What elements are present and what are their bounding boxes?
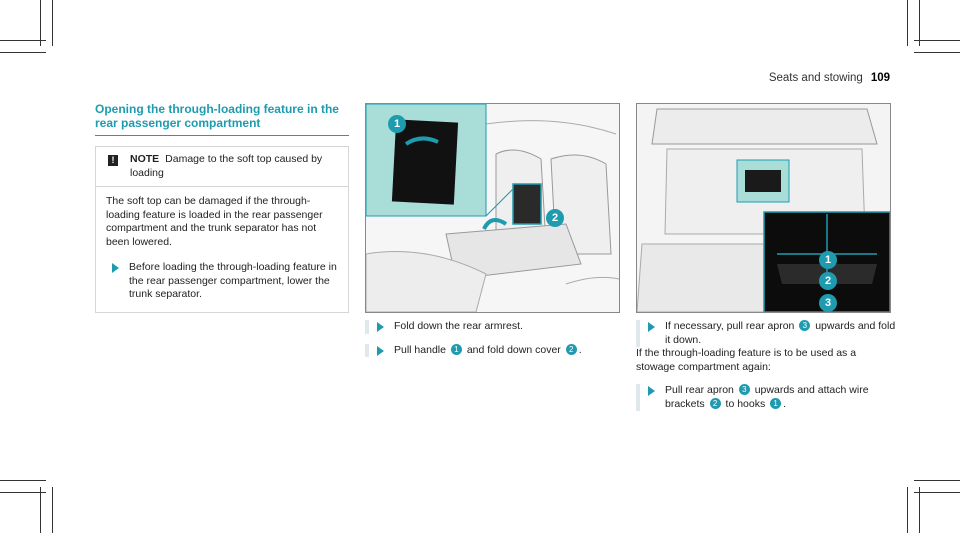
page-number: 109	[870, 72, 890, 84]
header-section: Seats and stowing	[768, 72, 863, 84]
step-arrow-icon	[377, 322, 384, 332]
callout-2: 2	[546, 209, 564, 227]
section-title: Opening the through-loading feature in t…	[95, 102, 349, 136]
step: Fold down the rear armrest.	[365, 320, 618, 334]
callout-1: 1	[819, 251, 837, 269]
step-text: Pull rear apron 3 upwards and attach wir…	[665, 384, 869, 410]
note-step-text: Before loading the through-loading featu…	[129, 261, 337, 300]
text-column-3: If necessary, pull rear apron 3 upwards …	[636, 320, 896, 421]
callout-1: 1	[388, 115, 406, 133]
step: Pull rear apron 3 upwards and attach wir…	[636, 384, 896, 411]
warning-icon: !	[108, 155, 118, 166]
step-arrow-icon	[648, 386, 655, 396]
rear-seat-illustration	[366, 104, 619, 312]
text-column-1: Opening the through-loading feature in t…	[95, 102, 349, 313]
note-text: The soft top can be damaged if the throu…	[106, 195, 323, 248]
callout-3: 3	[819, 294, 837, 312]
callout-2: 2	[819, 272, 837, 290]
running-header: Seats and stowing 109	[769, 72, 890, 84]
note-step: Before loading the through-loading featu…	[106, 261, 338, 302]
step-text: If necessary, pull rear apron 3 upwards …	[665, 320, 896, 346]
step-arrow-icon	[648, 322, 655, 332]
step-arrow-icon	[377, 345, 384, 356]
text-column-2: Fold down the rear armrest. Pull handle …	[365, 320, 618, 367]
condition-text: If the through-loading feature is to be …	[636, 347, 857, 373]
note-heading: Damage to the soft top caused by loading	[130, 153, 323, 179]
step-text: Pull handle 1 and fold down cover 2.	[394, 343, 582, 356]
step-arrow-icon	[112, 263, 119, 273]
note-label: NOTE	[130, 153, 160, 165]
step: If necessary, pull rear apron 3 upwards …	[636, 320, 896, 347]
trunk-illustration	[637, 104, 890, 312]
step: Pull handle 1 and fold down cover 2.	[365, 343, 618, 357]
figure-trunk: 1 2 3	[636, 103, 891, 313]
step-text: Fold down the rear armrest.	[394, 320, 523, 332]
figure-rear-seat: 1 2	[365, 103, 620, 313]
note-body: The soft top can be damaged if the throu…	[96, 187, 348, 312]
